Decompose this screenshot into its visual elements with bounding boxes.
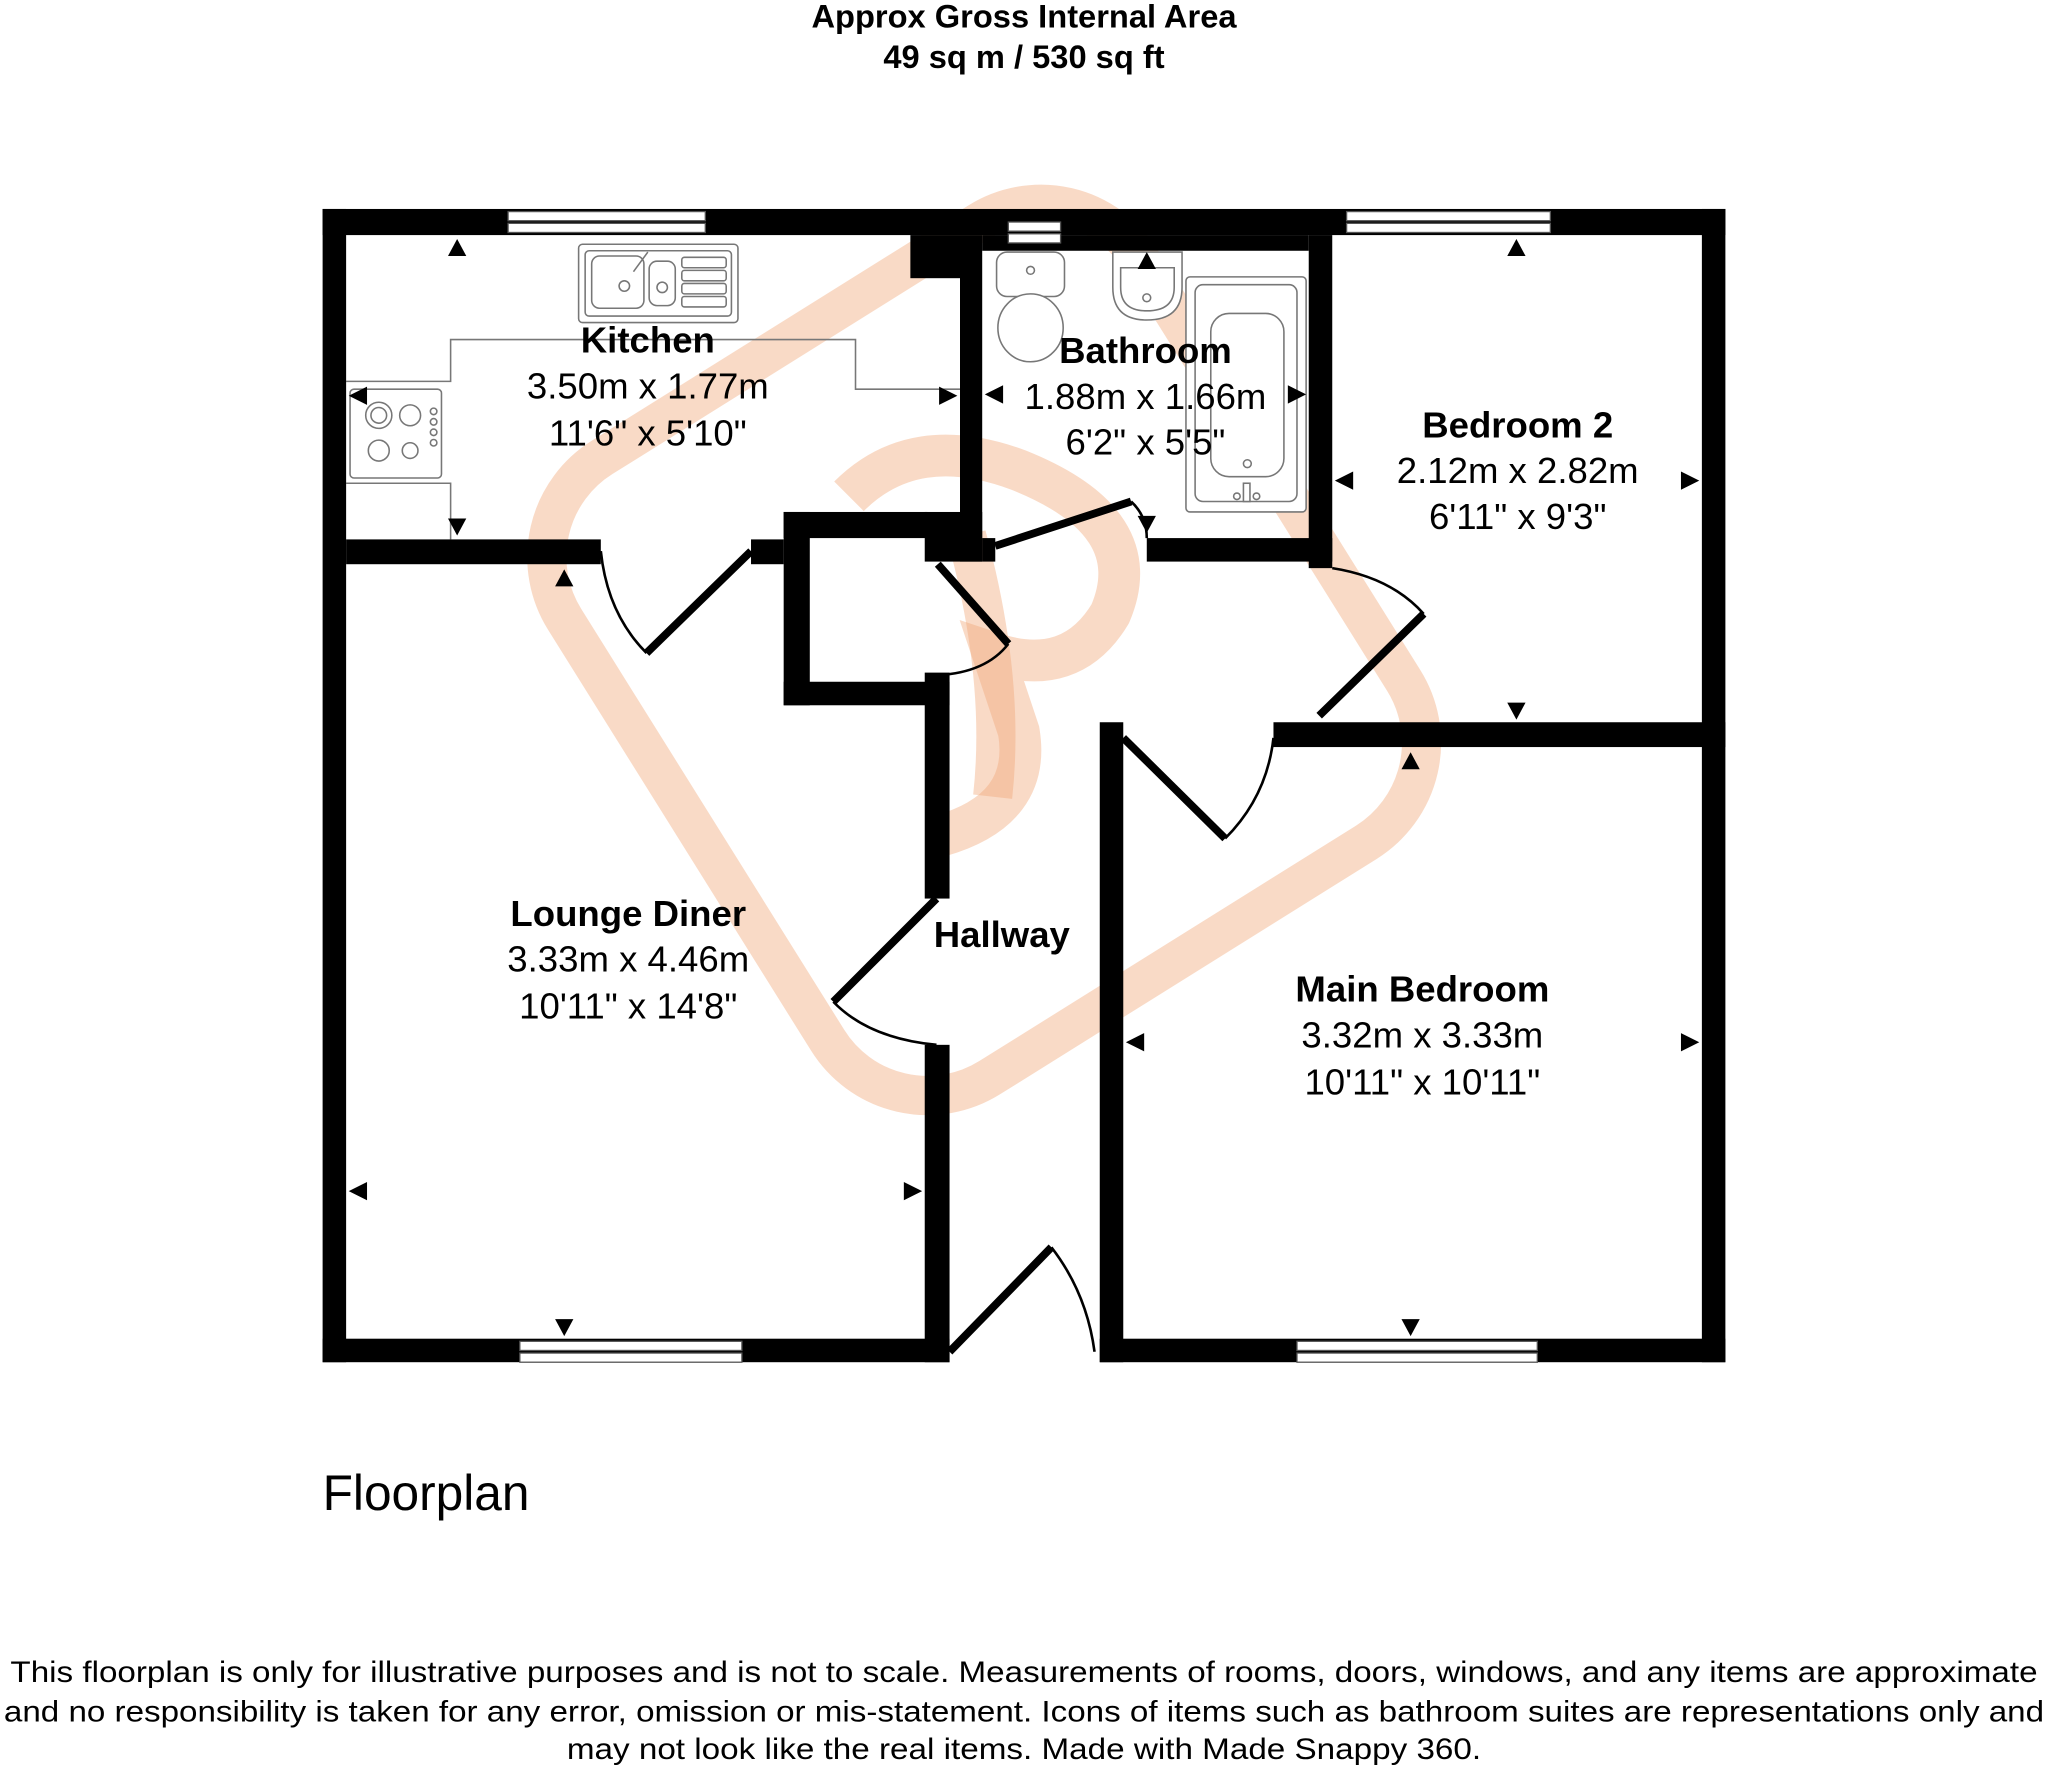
room-metric: 3.33m x 4.46m (507, 939, 749, 980)
disclaimer-line-1: This floorplan is only for illustrative … (10, 1656, 2037, 1689)
room-name: Main Bedroom (1295, 969, 1549, 1010)
door-cupboard (934, 561, 1012, 677)
room-label-hallway: Hallway (934, 914, 1071, 955)
room-imperial: 6'2" x 5'5" (1066, 422, 1226, 463)
room-label-bedroom-2: Bedroom 2 2.12m x 2.82m 6'11" x 9'3" (1397, 405, 1639, 537)
room-imperial: 10'11" x 14'8" (519, 986, 737, 1027)
sink-icon (577, 243, 739, 324)
room-label-lounge-diner: Lounge Diner 3.33m x 4.46m 10'11" x 14'8… (507, 893, 749, 1027)
room-imperial: 10'11" x 10'11" (1304, 1061, 1540, 1102)
room-name: Kitchen (581, 320, 715, 361)
window-main-bedroom (1296, 1340, 1538, 1363)
room-metric: 3.32m x 3.33m (1301, 1014, 1543, 1055)
room-label-kitchen: Kitchen 3.50m x 1.77m 11'6" x 5'10" (527, 320, 769, 454)
room-name: Bathroom (1059, 330, 1232, 371)
window-bathroom (1007, 221, 1062, 244)
door-entrance (946, 1244, 1096, 1355)
disclaimer: This floorplan is only for illustrative … (4, 1656, 2044, 1766)
window-lounge (519, 1340, 743, 1363)
door-kitchen-lounge (599, 548, 754, 656)
room-label-main-bedroom: Main Bedroom 3.32m x 3.33m 10'11" x 10'1… (1295, 969, 1549, 1103)
room-metric: 1.88m x 1.66m (1025, 376, 1267, 417)
hob-icon (349, 388, 443, 479)
room-label-bathroom: Bathroom 1.88m x 1.66m 6'2" x 5'5" (1025, 330, 1267, 462)
room-metric: 3.50m x 1.77m (527, 365, 769, 406)
room-metric: 2.12m x 2.82m (1397, 450, 1639, 491)
window-kitchen (507, 210, 706, 234)
area-title: Approx Gross Internal Area (811, 0, 1237, 34)
room-name: Lounge Diner (510, 893, 746, 934)
room-imperial: 11'6" x 5'10" (549, 412, 747, 453)
door-lounge-hallway (830, 895, 940, 1047)
toilet-icon (995, 251, 1066, 363)
room-name: Bedroom 2 (1422, 405, 1613, 446)
disclaimer-line-2: and no responsibility is taken for any e… (4, 1695, 2044, 1728)
basin-icon (1112, 251, 1183, 321)
area-value: 49 sq m / 530 sq ft (883, 38, 1164, 75)
dimension-arrows (348, 239, 1700, 1337)
disclaimer-line-3: may not look like the real items. Made w… (567, 1733, 1481, 1766)
door-main-bedroom (1120, 735, 1275, 842)
door-bedroom-2 (1316, 566, 1427, 719)
window-bedroom-2 (1345, 210, 1552, 234)
floor-label: Floorplan (323, 1465, 530, 1521)
room-name: Hallway (934, 914, 1071, 955)
room-imperial: 6'11" x 9'3" (1429, 496, 1606, 537)
